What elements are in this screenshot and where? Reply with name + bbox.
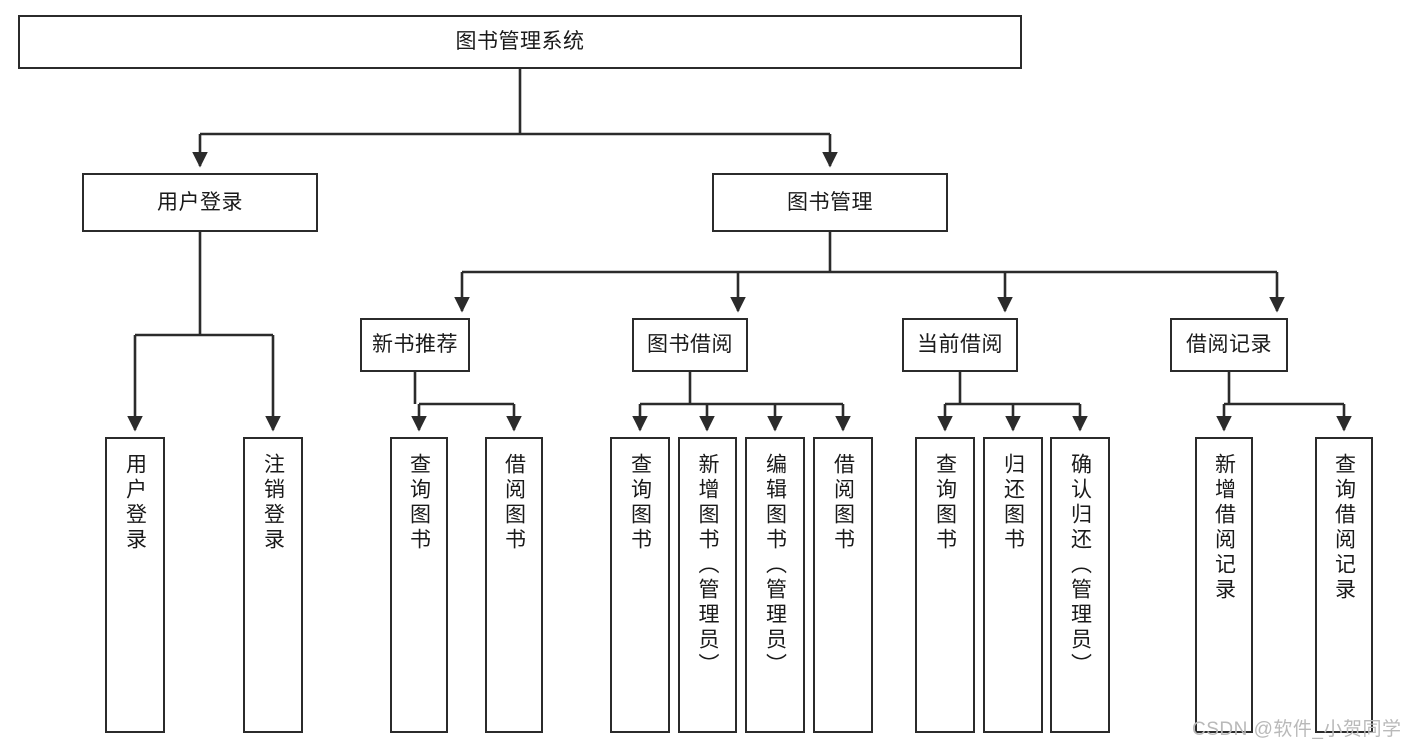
node-user-login[interactable]: 用户登录 (82, 173, 318, 232)
leaf-add-borrow-record-label: 新增借阅记录 (1212, 453, 1236, 603)
leaf-return-book[interactable]: 归还图书 (983, 437, 1043, 733)
leaf-query-book-current[interactable]: 查询图书 (915, 437, 975, 733)
leaf-query-book-current-label: 查询图书 (933, 453, 957, 553)
node-book-borrow-label: 图书借阅 (647, 333, 733, 357)
leaf-logout-label: 注销登录 (261, 453, 285, 553)
node-root[interactable]: 图书管理系统 (18, 15, 1022, 69)
leaf-return-book-label: 归还图书 (1001, 453, 1025, 553)
leaf-query-book-recommend[interactable]: 查询图书 (390, 437, 448, 733)
leaf-user-login[interactable]: 用户登录 (105, 437, 165, 733)
leaf-add-borrow-record[interactable]: 新增借阅记录 (1195, 437, 1253, 733)
leaf-lend-book-label: 借阅图书 (831, 453, 855, 553)
leaf-borrow-book-recommend-label: 借阅图书 (502, 453, 526, 553)
leaf-query-borrow-record-label: 查询借阅记录 (1332, 453, 1356, 603)
leaf-confirm-return-admin[interactable]: 确认归还（管理员） (1050, 437, 1110, 733)
node-new-book-recommend[interactable]: 新书推荐 (360, 318, 470, 372)
node-current-borrow-label: 当前借阅 (917, 333, 1003, 357)
leaf-edit-book-admin-label: 编辑图书（管理员） (763, 453, 787, 678)
leaf-edit-book-admin[interactable]: 编辑图书（管理员） (745, 437, 805, 733)
node-book-management[interactable]: 图书管理 (712, 173, 948, 232)
node-book-management-label: 图书管理 (787, 190, 873, 214)
node-book-borrow[interactable]: 图书借阅 (632, 318, 748, 372)
node-current-borrow[interactable]: 当前借阅 (902, 318, 1018, 372)
leaf-query-book-recommend-label: 查询图书 (407, 453, 431, 553)
node-user-login-label: 用户登录 (157, 190, 243, 214)
node-root-label: 图书管理系统 (455, 30, 585, 54)
node-borrow-records-label: 借阅记录 (1186, 333, 1272, 357)
leaf-user-login-label: 用户登录 (123, 453, 147, 553)
leaf-add-book-admin[interactable]: 新增图书（管理员） (678, 437, 737, 733)
leaf-query-borrow-record[interactable]: 查询借阅记录 (1315, 437, 1373, 733)
leaf-query-book-borrow[interactable]: 查询图书 (610, 437, 670, 733)
leaf-lend-book[interactable]: 借阅图书 (813, 437, 873, 733)
leaf-query-book-borrow-label: 查询图书 (628, 453, 652, 553)
leaf-add-book-admin-label: 新增图书（管理员） (696, 453, 719, 678)
leaf-logout[interactable]: 注销登录 (243, 437, 303, 733)
leaf-borrow-book-recommend[interactable]: 借阅图书 (485, 437, 543, 733)
watermark: CSDN @软件_小贺同学 (1192, 719, 1402, 740)
node-new-book-recommend-label: 新书推荐 (372, 333, 458, 357)
node-borrow-records[interactable]: 借阅记录 (1170, 318, 1288, 372)
leaf-confirm-return-admin-label: 确认归还（管理员） (1068, 453, 1092, 678)
